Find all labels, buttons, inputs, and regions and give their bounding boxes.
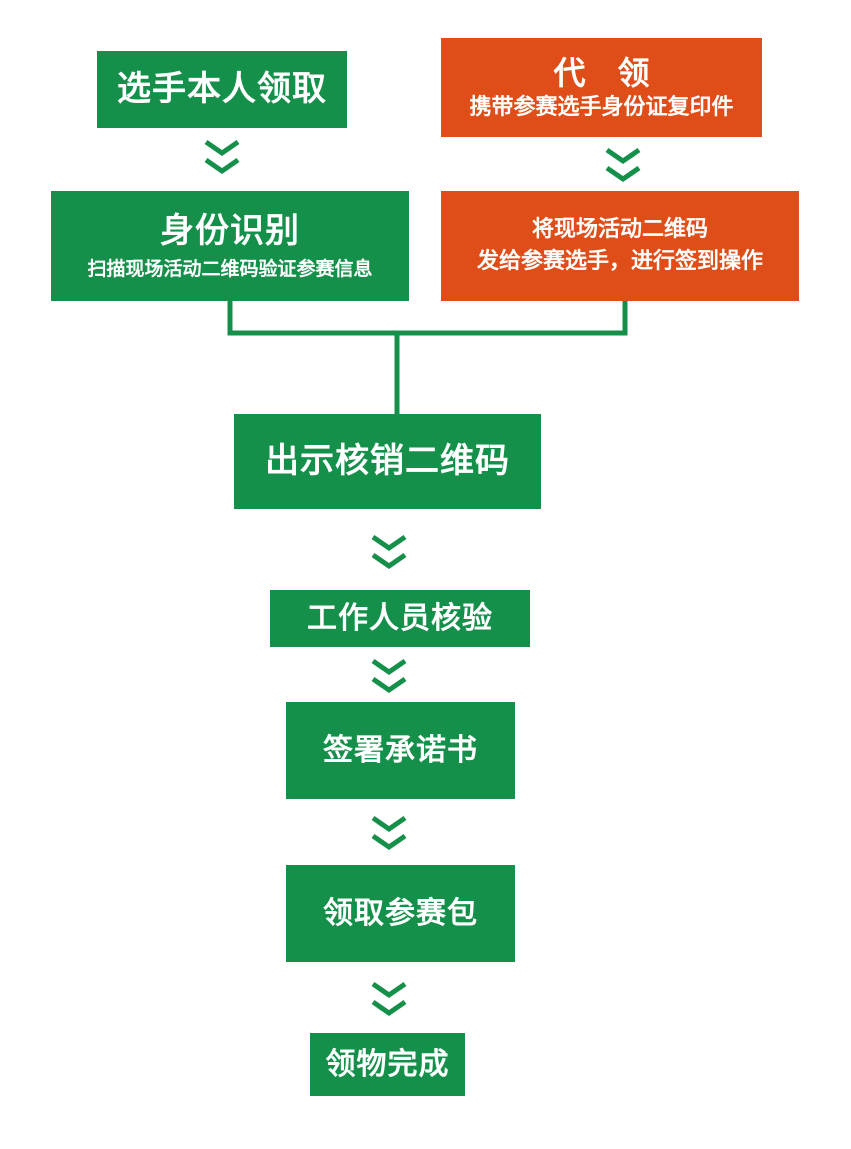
send-qr-line2: 发给参赛选手，进行签到操作 <box>476 249 763 274</box>
proxy-pickup-title: 代 领 <box>553 54 650 93</box>
self-pickup-title: 选手本人领取 <box>117 69 327 110</box>
staff-verification-box: 工作人员核验 <box>270 590 530 647</box>
show-verification-qr-title: 出示核销二维码 <box>265 441 510 482</box>
send-qr-box: 将现场活动二维码 发给参赛选手，进行签到操作 <box>441 191 799 301</box>
sign-pledge-box: 签署承诺书 <box>286 702 515 799</box>
double-chevron-down-icon <box>203 138 241 178</box>
connector-right-branch <box>397 293 628 336</box>
pickup-complete-box: 领物完成 <box>310 1033 465 1096</box>
connector-left-branch <box>227 300 397 336</box>
double-chevron-down-icon <box>370 533 408 573</box>
double-chevron-down-icon <box>370 980 408 1020</box>
show-verification-qr-box: 出示核销二维码 <box>234 414 541 509</box>
identity-check-subtitle: 扫描现场活动二维码验证参赛信息 <box>87 258 373 280</box>
identity-check-box: 身份识别 扫描现场活动二维码验证参赛信息 <box>51 191 409 301</box>
sign-pledge-title: 签署承诺书 <box>323 732 478 768</box>
collect-race-pack-box: 领取参赛包 <box>286 865 515 962</box>
staff-verification-title: 工作人员核验 <box>307 600 493 636</box>
identity-check-title: 身份识别 <box>160 211 300 252</box>
proxy-pickup-box: 代 领 携带参赛选手身份证复印件 <box>441 38 762 137</box>
send-qr-line1: 将现场活动二维码 <box>531 216 708 242</box>
proxy-pickup-subtitle: 携带参赛选手身份证复印件 <box>469 94 734 120</box>
double-chevron-down-icon <box>370 657 408 697</box>
double-chevron-down-icon <box>604 146 642 186</box>
double-chevron-down-icon <box>370 814 408 854</box>
collect-race-pack-title: 领取参赛包 <box>323 895 478 931</box>
self-pickup-box: 选手本人领取 <box>97 51 347 128</box>
pickup-complete-title: 领物完成 <box>325 1046 450 1082</box>
